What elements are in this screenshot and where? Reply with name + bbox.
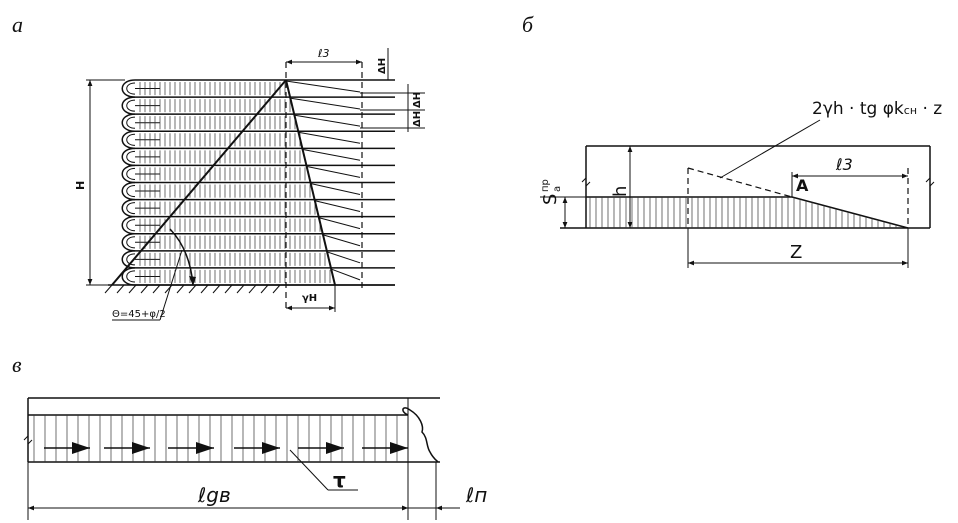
ground-hatch-line <box>272 284 281 294</box>
angle-label: Θ=45+φ/2 <box>112 309 166 320</box>
face-wrap-loop <box>121 250 136 269</box>
angle-leader <box>159 249 183 321</box>
face-wrap-inner <box>126 150 136 163</box>
face-wrap-inner <box>126 116 136 129</box>
panel-c: в τ ℓgв ℓп <box>12 352 487 520</box>
face-wrap-loop <box>121 147 136 167</box>
anchor-taper <box>290 97 361 110</box>
b-break-right <box>925 176 935 188</box>
ground-hatch-line <box>104 284 113 294</box>
dim-gammah-label: γH <box>302 293 317 304</box>
panel-label-a: а <box>12 12 23 37</box>
c-hatch <box>33 415 398 462</box>
panel-label-b: б <box>522 12 534 37</box>
face-wrap-inner <box>126 82 136 95</box>
ground-hatch-line <box>188 284 197 294</box>
anchor-taper <box>302 148 361 161</box>
face-wrap-inner <box>126 185 136 198</box>
anchor-taper <box>314 200 361 213</box>
anchor-taper <box>285 80 361 93</box>
anchor-taper <box>298 131 361 144</box>
b-hatch <box>589 197 903 228</box>
ground-hatch-line <box>200 284 209 294</box>
svg-text:пр: пр <box>540 179 551 192</box>
anchor-taper <box>306 165 361 178</box>
point-a-label: A <box>796 176 809 195</box>
face-wrap-inner <box>126 167 136 180</box>
face-wrap-inner <box>126 202 136 215</box>
ground-hatch-line <box>152 284 161 294</box>
b-dashed-slope <box>687 167 793 198</box>
anchor-taper <box>310 183 361 195</box>
face-wrap-loop <box>121 130 136 150</box>
face-wrap-loop <box>121 198 136 218</box>
b-slope-line <box>791 196 909 229</box>
tau-leader <box>289 449 329 491</box>
panel-label-c: в <box>12 352 22 377</box>
ground-hatch-line <box>212 284 221 294</box>
face-wrap-inner <box>126 219 136 232</box>
slip-plane-line <box>111 79 287 286</box>
ground-hatch-line <box>224 284 233 294</box>
anchor-taper <box>322 234 361 247</box>
b-break-left <box>581 176 591 188</box>
panel-a: а ℓ3 ΔH ΔH ΔH H γH <box>12 12 425 321</box>
dim-h-label: H <box>74 181 87 190</box>
dim-s-label: S пр a <box>540 179 563 205</box>
c-break-left <box>23 434 33 446</box>
face-wrap-loop <box>121 181 136 201</box>
dim-l3-b-label: ℓ3 <box>835 155 853 174</box>
formula-leader <box>719 119 821 179</box>
face-wrap-inner <box>126 236 136 249</box>
tau-label: τ <box>333 468 346 492</box>
ground-hatch-line <box>140 284 149 294</box>
face-wrap-inner <box>126 270 136 283</box>
anchor-taper <box>326 251 361 264</box>
ground-hatch-line <box>248 284 257 294</box>
dim-dh-top-label: ΔH <box>377 58 388 74</box>
dim-dh-3-label: ΔH <box>412 111 423 127</box>
ground-hatch-line <box>260 284 269 294</box>
face-wrap-inner <box>126 133 136 146</box>
face-wrap-loop <box>121 233 136 252</box>
dim-h-small-label: h <box>610 186 631 197</box>
reinforced-layers <box>121 79 395 286</box>
ground-hatch-line <box>176 284 185 294</box>
ground-hatch-line <box>236 284 245 294</box>
svg-text:a: a <box>552 186 563 192</box>
face-wrap-loop <box>121 79 136 98</box>
angle-arrow <box>189 276 196 286</box>
panel-b: б 2γh · tg φkсн · z h S пр a A <box>522 12 942 268</box>
svg-text:S: S <box>540 194 561 205</box>
anchor-taper <box>294 114 361 127</box>
c-anchor-end <box>402 407 439 463</box>
formula-label: 2γh · tg φkсн · z <box>812 99 942 119</box>
face-wrap-inner <box>126 253 136 266</box>
ground-hatch-line <box>128 284 137 294</box>
dim-l3-label: ℓ3 <box>317 47 330 60</box>
dim-dh-2-label: ΔH <box>412 92 423 108</box>
face-wrap-loop <box>121 96 136 115</box>
ground-hatch <box>104 284 281 294</box>
pressure-diagram-line <box>285 79 336 286</box>
face-wrap-loop <box>121 164 136 184</box>
face-wrap-inner <box>126 99 136 112</box>
face-wrap-loop <box>121 215 136 235</box>
anchor-taper <box>318 217 361 230</box>
dim-lgv-label: ℓgв <box>197 483 231 507</box>
anchor-taper <box>330 268 361 281</box>
face-wrap-loop <box>121 113 136 132</box>
ground-hatch-line <box>116 284 125 294</box>
dim-z-label: Z <box>790 242 802 263</box>
dim-ln-label: ℓп <box>465 483 487 507</box>
